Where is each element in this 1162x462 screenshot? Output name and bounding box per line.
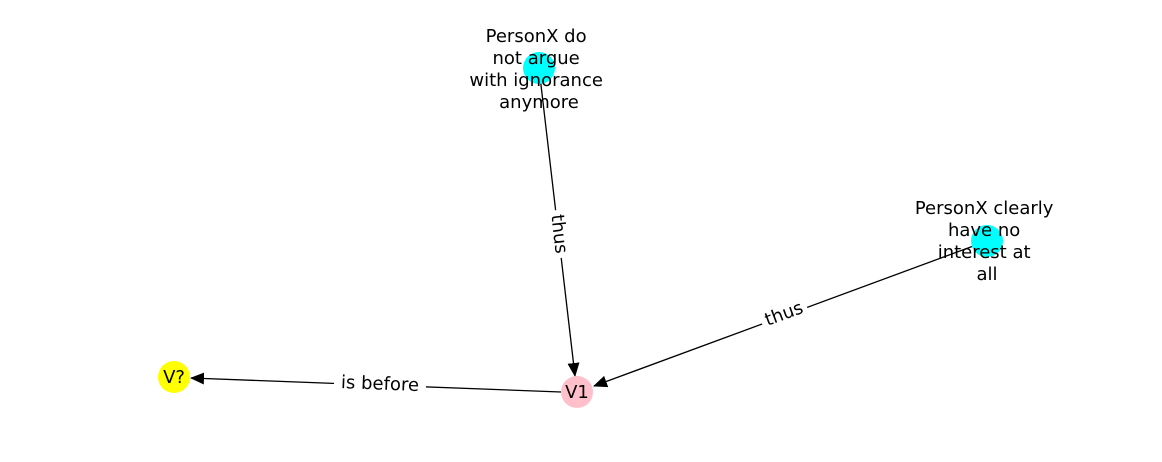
node-label-n1: PersonX do not argue with ignorance anym… <box>469 26 608 113</box>
node-label-n1-line-3: with ignorance <box>469 70 603 91</box>
edge-label-v1-vq: is before <box>341 372 420 396</box>
node-label-n2-line-4: all <box>976 264 997 285</box>
node-vq <box>158 361 190 393</box>
node-label-n2-line-3: interest at <box>938 242 1031 263</box>
node-label-n1-line-1: PersonX do <box>486 26 587 47</box>
node-label-n2-line-2: have no <box>948 220 1020 241</box>
node-label-n1-line-4: anymore <box>499 92 579 113</box>
node-label-n2-line-1: PersonX clearly <box>915 198 1054 219</box>
node-v1 <box>561 376 593 408</box>
node-n1 <box>523 52 555 84</box>
node-label-vq: V? <box>163 367 185 388</box>
node-label-n1-line-2: not argue <box>493 48 580 69</box>
node-label-v1: V1 <box>565 382 589 403</box>
node-label-n2: PersonX clearly have no interest at all <box>915 198 1059 285</box>
edge-label-n1-v1: thus <box>546 213 571 254</box>
node-n2 <box>971 225 1003 257</box>
